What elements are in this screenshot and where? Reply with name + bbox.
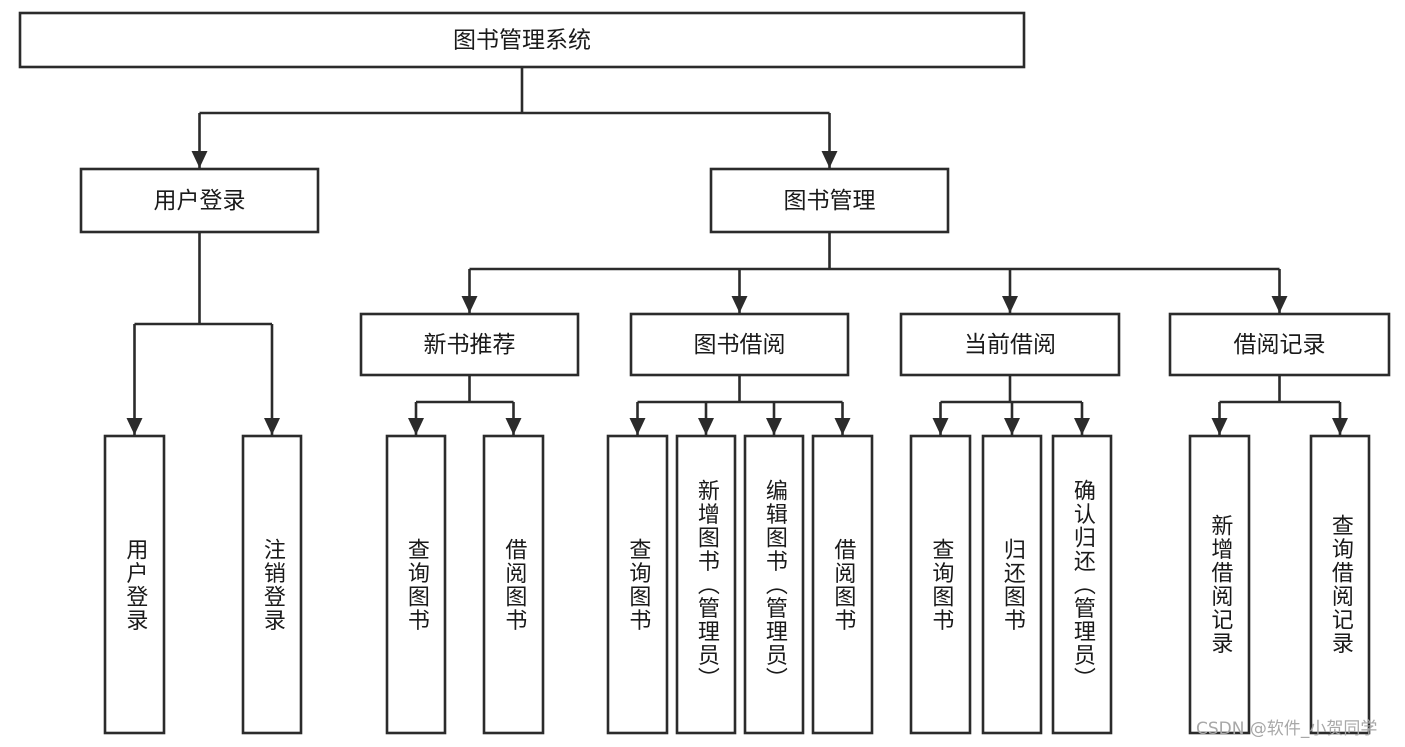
arrow-head-icon-borrow-record xyxy=(1271,296,1288,313)
node-box-root[interactable] xyxy=(18,11,1026,69)
arrow-head-icon-leaf-add-book xyxy=(698,418,714,435)
arrow-head-icon-leaf-borrow-book-1 xyxy=(505,418,522,435)
node-label-book-borrow: 图书借阅 xyxy=(694,332,786,358)
arrow-head-icon-leaf-query-book-2 xyxy=(629,418,646,435)
node-label-current-borrow: 当前借阅 xyxy=(964,332,1056,358)
connectors-layer xyxy=(126,67,1348,435)
arrow-head-icon-leaf-query-record xyxy=(1332,418,1348,435)
node-label-borrow-record: 借阅记录 xyxy=(1234,332,1326,358)
node-box-leaf-logout[interactable] xyxy=(241,434,303,735)
arrow-head-icon-leaf-return-book xyxy=(1004,418,1020,435)
arrow-head-icon-leaf-confirm-return xyxy=(1074,418,1090,435)
arrow-head-icon-leaf-query-book-3 xyxy=(932,418,949,435)
node-box-borrow-record[interactable] xyxy=(1168,312,1391,377)
node-box-leaf-add-book[interactable] xyxy=(675,434,737,735)
arrow-head-icon-book-manage xyxy=(821,151,838,168)
node-box-leaf-return-book[interactable] xyxy=(981,434,1043,735)
node-label-user-login: 用户登录 xyxy=(154,188,246,214)
arrow-head-icon-user-login xyxy=(191,151,208,168)
node-box-current-borrow[interactable] xyxy=(899,312,1121,377)
arrow-head-icon-leaf-add-record xyxy=(1211,418,1228,435)
node-box-book-manage[interactable] xyxy=(709,167,950,234)
arrow-head-icon-leaf-borrow-book-2 xyxy=(834,418,851,435)
boxes-layer xyxy=(18,11,1391,735)
node-label-book-manage: 图书管理 xyxy=(784,188,876,214)
node-box-user-login[interactable] xyxy=(79,167,320,234)
node-label-new-book-recommend: 新书推荐 xyxy=(424,332,516,358)
node-box-new-book-recommend[interactable] xyxy=(359,312,580,377)
node-box-leaf-borrow-book-2[interactable] xyxy=(811,434,874,735)
node-box-leaf-query-record[interactable] xyxy=(1309,434,1371,735)
node-box-leaf-add-record[interactable] xyxy=(1188,434,1251,735)
arrow-head-icon-leaf-query-book-1 xyxy=(408,418,424,435)
node-box-leaf-borrow-book-1[interactable] xyxy=(482,434,545,735)
node-box-leaf-confirm-return[interactable] xyxy=(1051,434,1113,735)
node-box-leaf-query-book-3[interactable] xyxy=(909,434,972,735)
arrow-head-icon-book-borrow xyxy=(731,296,748,313)
node-label-root: 图书管理系统 xyxy=(453,28,591,54)
node-box-leaf-query-book-2[interactable] xyxy=(606,434,669,735)
csdn-watermark: CSDN @软件_小贺同学 xyxy=(1196,719,1378,739)
arrow-head-icon-new-book-recommend xyxy=(461,296,478,313)
node-box-leaf-query-book-1[interactable] xyxy=(385,434,447,735)
node-box-leaf-user-login[interactable] xyxy=(103,434,166,735)
arrow-head-icon-leaf-user-login xyxy=(126,418,143,435)
node-box-book-borrow[interactable] xyxy=(629,312,850,377)
arrow-head-icon-current-borrow xyxy=(1002,296,1018,313)
arrow-head-icon-leaf-logout xyxy=(264,418,280,435)
node-box-leaf-edit-book[interactable] xyxy=(743,434,805,735)
arrow-head-icon-leaf-edit-book xyxy=(766,418,782,435)
